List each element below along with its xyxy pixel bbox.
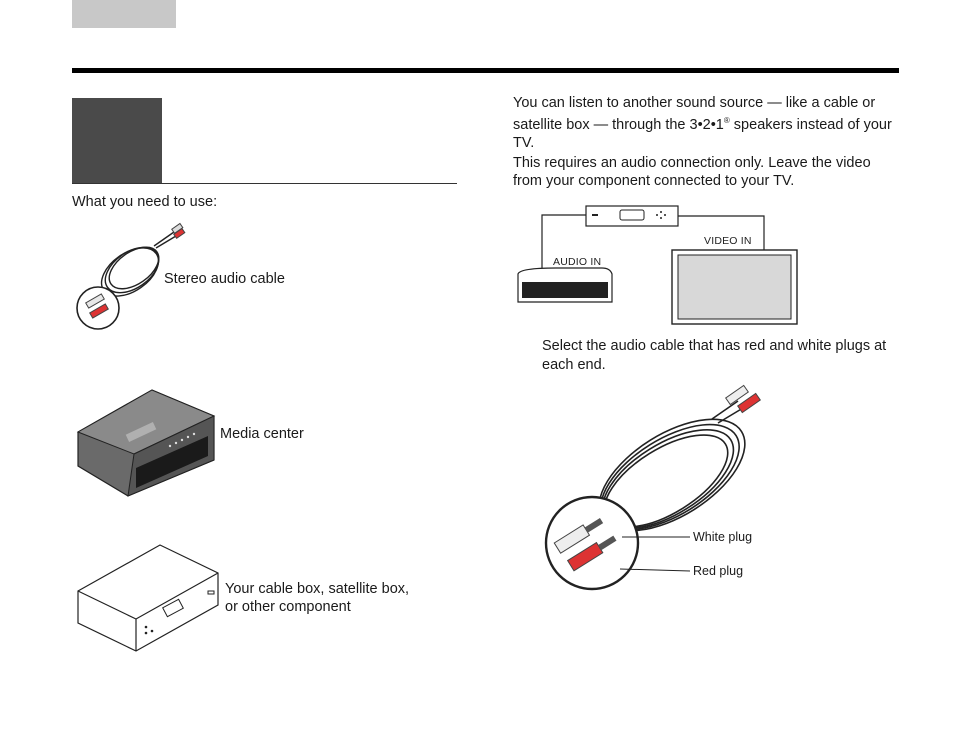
component-label-line1: Your cable box, satellite box, <box>225 581 410 597</box>
intro-paragraph: You can listen to another sound source —… <box>513 94 899 152</box>
connection-diagram <box>517 205 798 325</box>
item-label-media-center: Media center <box>220 426 304 442</box>
audio-cable-illustration <box>544 384 762 591</box>
need-label: What you need to use: <box>72 194 218 210</box>
intro-text-suffix: speakers instead of your TV. <box>513 116 892 151</box>
registered-mark: ® <box>723 116 730 125</box>
video-in-label: VIDEO IN <box>704 235 752 247</box>
header-tab <box>72 0 176 28</box>
stereo-cable-icon <box>76 222 186 330</box>
step-text: Select the audio cable that has red and … <box>542 338 887 373</box>
cable-box-icon <box>77 544 219 652</box>
media-center-icon <box>76 389 216 497</box>
white-plug-callout: White plug <box>693 530 753 544</box>
red-plug-callout: Red plug <box>693 564 744 578</box>
audio-in-label: AUDIO IN <box>553 256 602 268</box>
item-label-cable: Stereo audio cable <box>164 271 285 287</box>
item-label-component: Your cable box, satellite box, or other … <box>225 580 409 616</box>
header-rule <box>72 68 899 73</box>
intro-text-prefix: You can listen to another sound source —… <box>513 95 876 133</box>
component-label-line2: or other component <box>225 599 351 615</box>
intro-paragraph-2: This requires an audio connection only. … <box>513 155 871 189</box>
section-heading-block <box>72 98 162 183</box>
section-heading-rule <box>72 183 457 184</box>
